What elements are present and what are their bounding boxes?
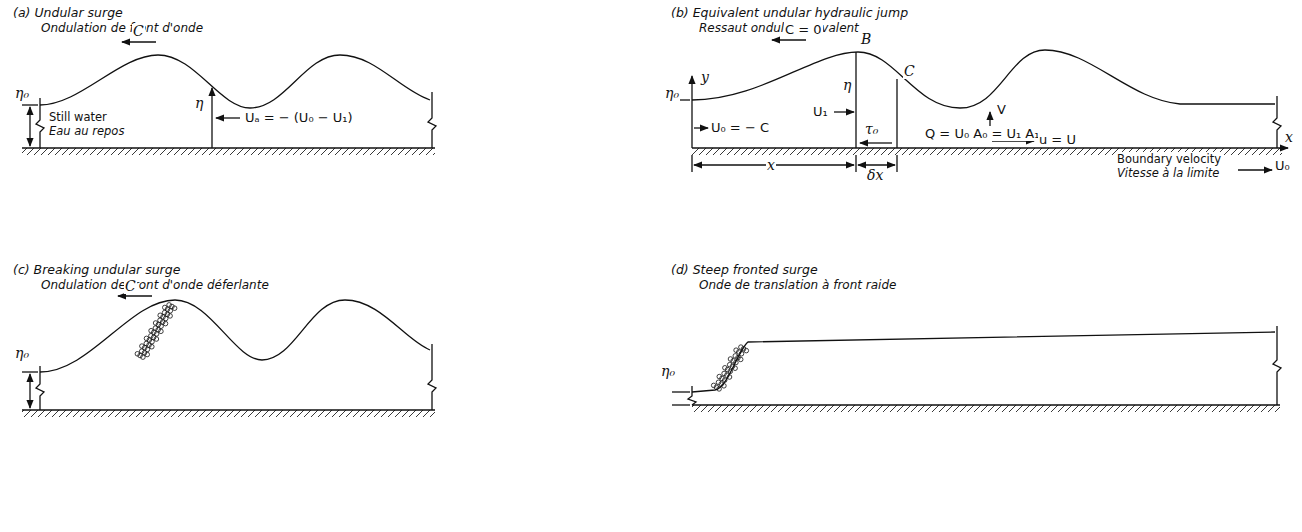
velocity-label: V	[996, 102, 1007, 117]
celerity-label: C	[132, 24, 145, 39]
panel-title: (a) Undular surge	[12, 5, 124, 20]
point-label: B	[860, 32, 872, 47]
celerity-label: C = 0	[784, 22, 823, 37]
note: Eau au repos	[48, 124, 125, 139]
dimension-label: x	[766, 158, 776, 173]
discharge-label: Q = U₀ A₀ = U₁ A₁	[924, 126, 1040, 141]
note: Still water	[48, 110, 108, 125]
velocity-label: u = U	[1038, 132, 1077, 147]
panel-d	[672, 326, 1281, 412]
panel-a	[22, 42, 436, 155]
note: Vitesse à la limite	[1116, 166, 1220, 181]
panel-subtitle: Ondulation de front d'onde	[40, 21, 204, 36]
depth-label: η	[842, 78, 852, 93]
panel-b	[676, 40, 1288, 172]
breaking-foam	[711, 345, 748, 391]
axis-label: x	[1284, 130, 1294, 145]
depth-label: η₀	[14, 346, 30, 361]
axis-label: y	[700, 70, 710, 85]
panel-subtitle: Onde de translation à front raide	[698, 278, 897, 293]
note: Boundary velocity	[1116, 152, 1222, 167]
depth-label: η	[194, 96, 204, 111]
panel-subtitle: Ressaut ondulé équivalent	[698, 21, 860, 36]
panel-c	[22, 296, 436, 417]
celerity-label: C	[124, 279, 137, 294]
velocity-label: U₁	[812, 104, 829, 119]
dimension-label: δx	[866, 168, 884, 183]
shear-label: τ₀	[864, 122, 879, 137]
velocity-label: U₀	[1274, 158, 1291, 173]
panel-title: (d) Steep fronted surge	[670, 262, 819, 277]
panel-title: (b) Equivalent undular hydraulic jump	[670, 5, 909, 20]
velocity-label: Uₐ = − (U₀ − U₁)	[244, 110, 354, 125]
point-label: C	[903, 64, 916, 79]
depth-label: η₀	[14, 86, 30, 101]
depth-label: η₀	[660, 364, 676, 379]
breaking-foam	[135, 303, 177, 360]
panel-title: (c) Breaking undular surge	[12, 262, 181, 277]
depth-label: η₀	[664, 86, 680, 101]
panel-subtitle: Ondulation de front d'onde déferlante	[40, 278, 270, 293]
velocity-label: U₀ = − C	[710, 120, 770, 135]
